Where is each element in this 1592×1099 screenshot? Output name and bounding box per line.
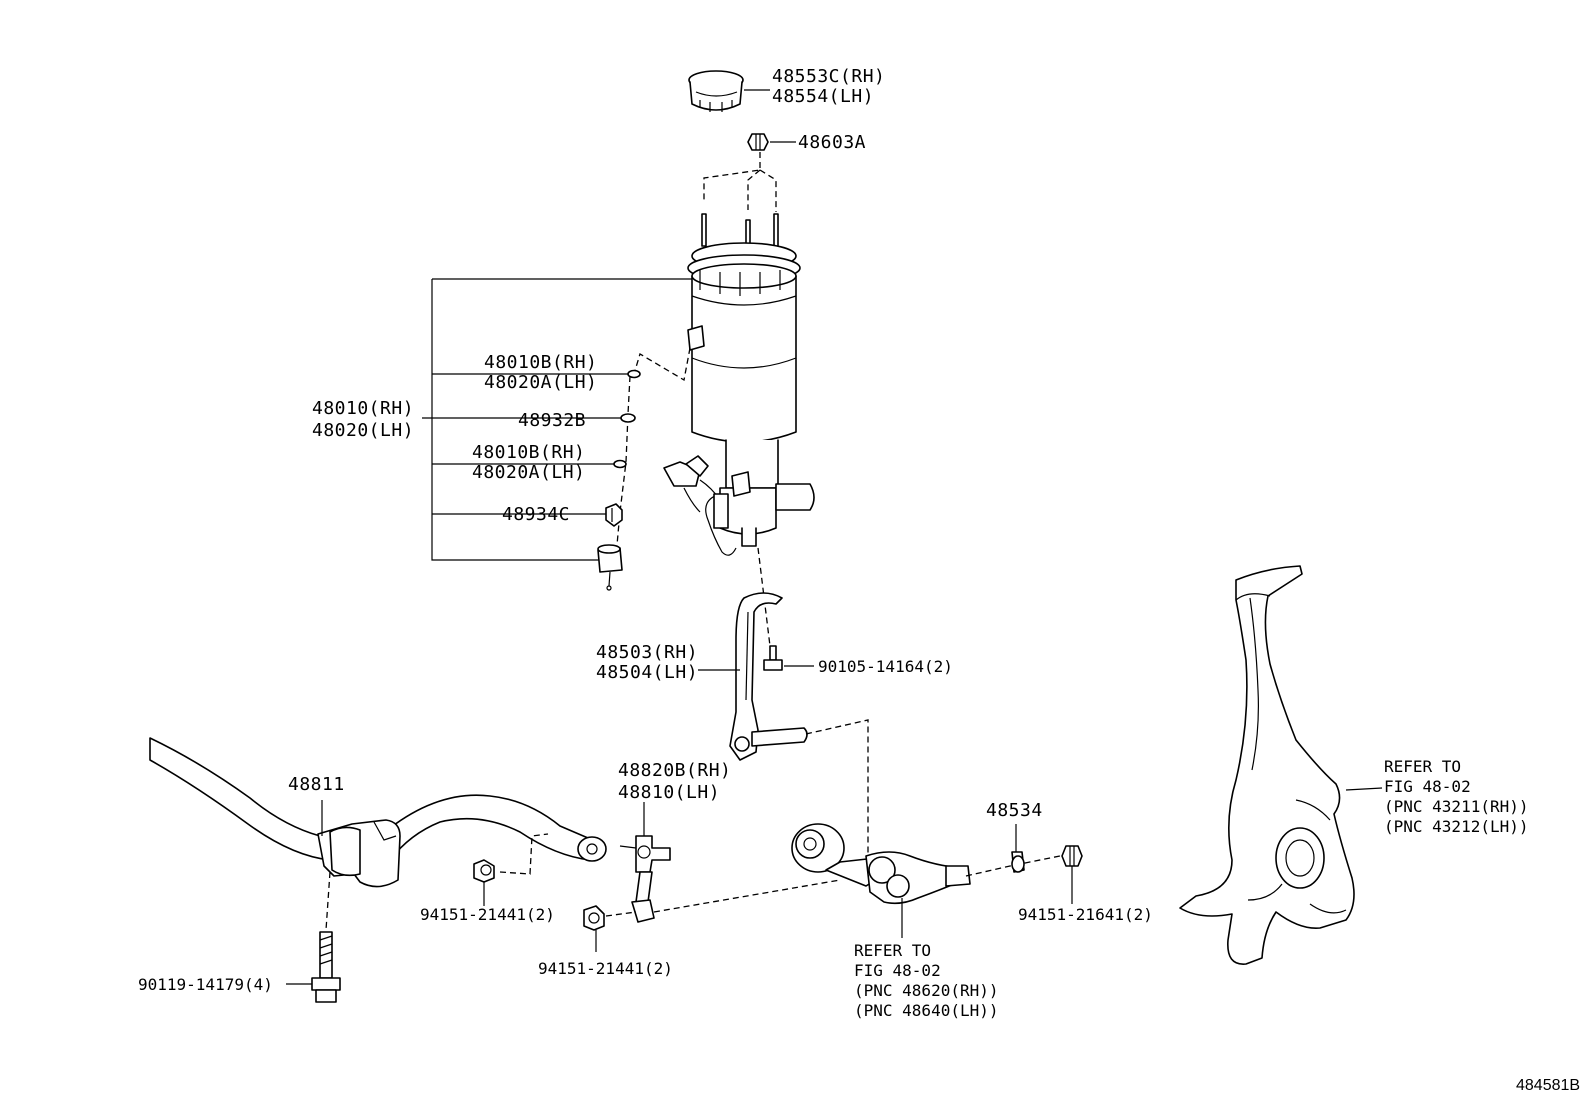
ref-arm-line3: (PNC 48620(RH)) xyxy=(854,981,999,1000)
bracket-icon xyxy=(729,592,808,761)
assembly-line-nut-link xyxy=(605,911,637,917)
ref-arm-line1: REFER TO xyxy=(854,941,931,960)
bushing-icon xyxy=(597,544,623,591)
label-oring1-lh: 48020A(LH) xyxy=(484,372,597,393)
nut-icon xyxy=(747,133,769,151)
o-ring-icon xyxy=(620,413,636,423)
ref-arm-line2: FIG 48-02 xyxy=(854,961,941,980)
label-stabilizer: 48811 xyxy=(288,774,345,795)
clip-icon xyxy=(605,503,623,527)
bolt-icon xyxy=(763,645,783,671)
ref-arm-line4: (PNC 48640(LH)) xyxy=(854,1001,999,1020)
assembly-line-stab-nut xyxy=(499,833,549,875)
bushing-icon xyxy=(1011,851,1025,873)
label-nut-link: 94151-21441(2) xyxy=(538,959,673,978)
assembly-line-orings xyxy=(615,375,631,557)
nut-icon xyxy=(583,905,605,931)
o-ring-icon xyxy=(627,369,641,379)
label-nut-left: 94151-21441(2) xyxy=(420,905,555,924)
air-strut-icon xyxy=(663,213,815,556)
air-cap-icon xyxy=(688,70,744,112)
label-clip: 48934C xyxy=(502,504,570,525)
bolt-icon xyxy=(311,931,341,1003)
label-nut-top: 48603A xyxy=(798,132,866,153)
stabilizer-bar-icon xyxy=(149,737,607,888)
assembly-line-link-arm xyxy=(653,879,841,913)
assembly-line-stab-bolt xyxy=(325,871,331,931)
label-shock-rh: 48010(RH) xyxy=(312,398,414,419)
ref-knuckle-line1: REFER TO xyxy=(1384,757,1461,776)
assembly-line-studs xyxy=(703,152,777,212)
assembly-line-bracket-arm xyxy=(805,719,869,880)
label-oring2-lh: 48020A(LH) xyxy=(472,462,585,483)
label-bolt-bracket: 90105-14164(2) xyxy=(818,657,953,676)
label-link-rh: 48820B(RH) xyxy=(618,760,731,781)
lower-arm-icon xyxy=(791,823,971,905)
label-link-lh: 48810(LH) xyxy=(618,782,720,803)
label-bolt-bottom: 90119-14179(4) xyxy=(138,975,273,994)
figure-id: 484581B xyxy=(1516,1077,1580,1094)
label-bracket-rh: 48503(RH) xyxy=(596,642,698,663)
steering-knuckle-icon xyxy=(1179,565,1355,965)
label-shock-lh: 48020(LH) xyxy=(312,420,414,441)
label-bushing: 48534 xyxy=(986,800,1043,821)
label-oring2-rh: 48010B(RH) xyxy=(472,442,585,463)
assembly-line-strut-bracket xyxy=(757,547,771,647)
label-oring1-rh: 48010B(RH) xyxy=(484,352,597,373)
ref-knuckle-line3: (PNC 43211(RH)) xyxy=(1384,797,1529,816)
label-cap-rh: 48553C(RH) xyxy=(772,66,885,87)
label-cap-lh: 48554(LH) xyxy=(772,86,874,107)
nut-icon xyxy=(1061,845,1083,867)
label-oring-mid: 48932B xyxy=(518,410,586,431)
nut-icon xyxy=(473,859,495,883)
label-nut-right: 94151-21641(2) xyxy=(1018,905,1153,924)
ref-knuckle-line4: (PNC 43212(LH)) xyxy=(1384,817,1529,836)
leader-knuckle xyxy=(1345,787,1383,791)
assembly-line-valve xyxy=(633,347,691,382)
o-ring-icon xyxy=(613,459,627,469)
ref-knuckle-line2: FIG 48-02 xyxy=(1384,777,1471,796)
label-bracket-lh: 48504(LH) xyxy=(596,662,698,683)
link-rod-icon xyxy=(619,835,671,923)
assembly-line-arm-bushing xyxy=(965,855,1061,877)
group-bracket xyxy=(431,278,692,561)
